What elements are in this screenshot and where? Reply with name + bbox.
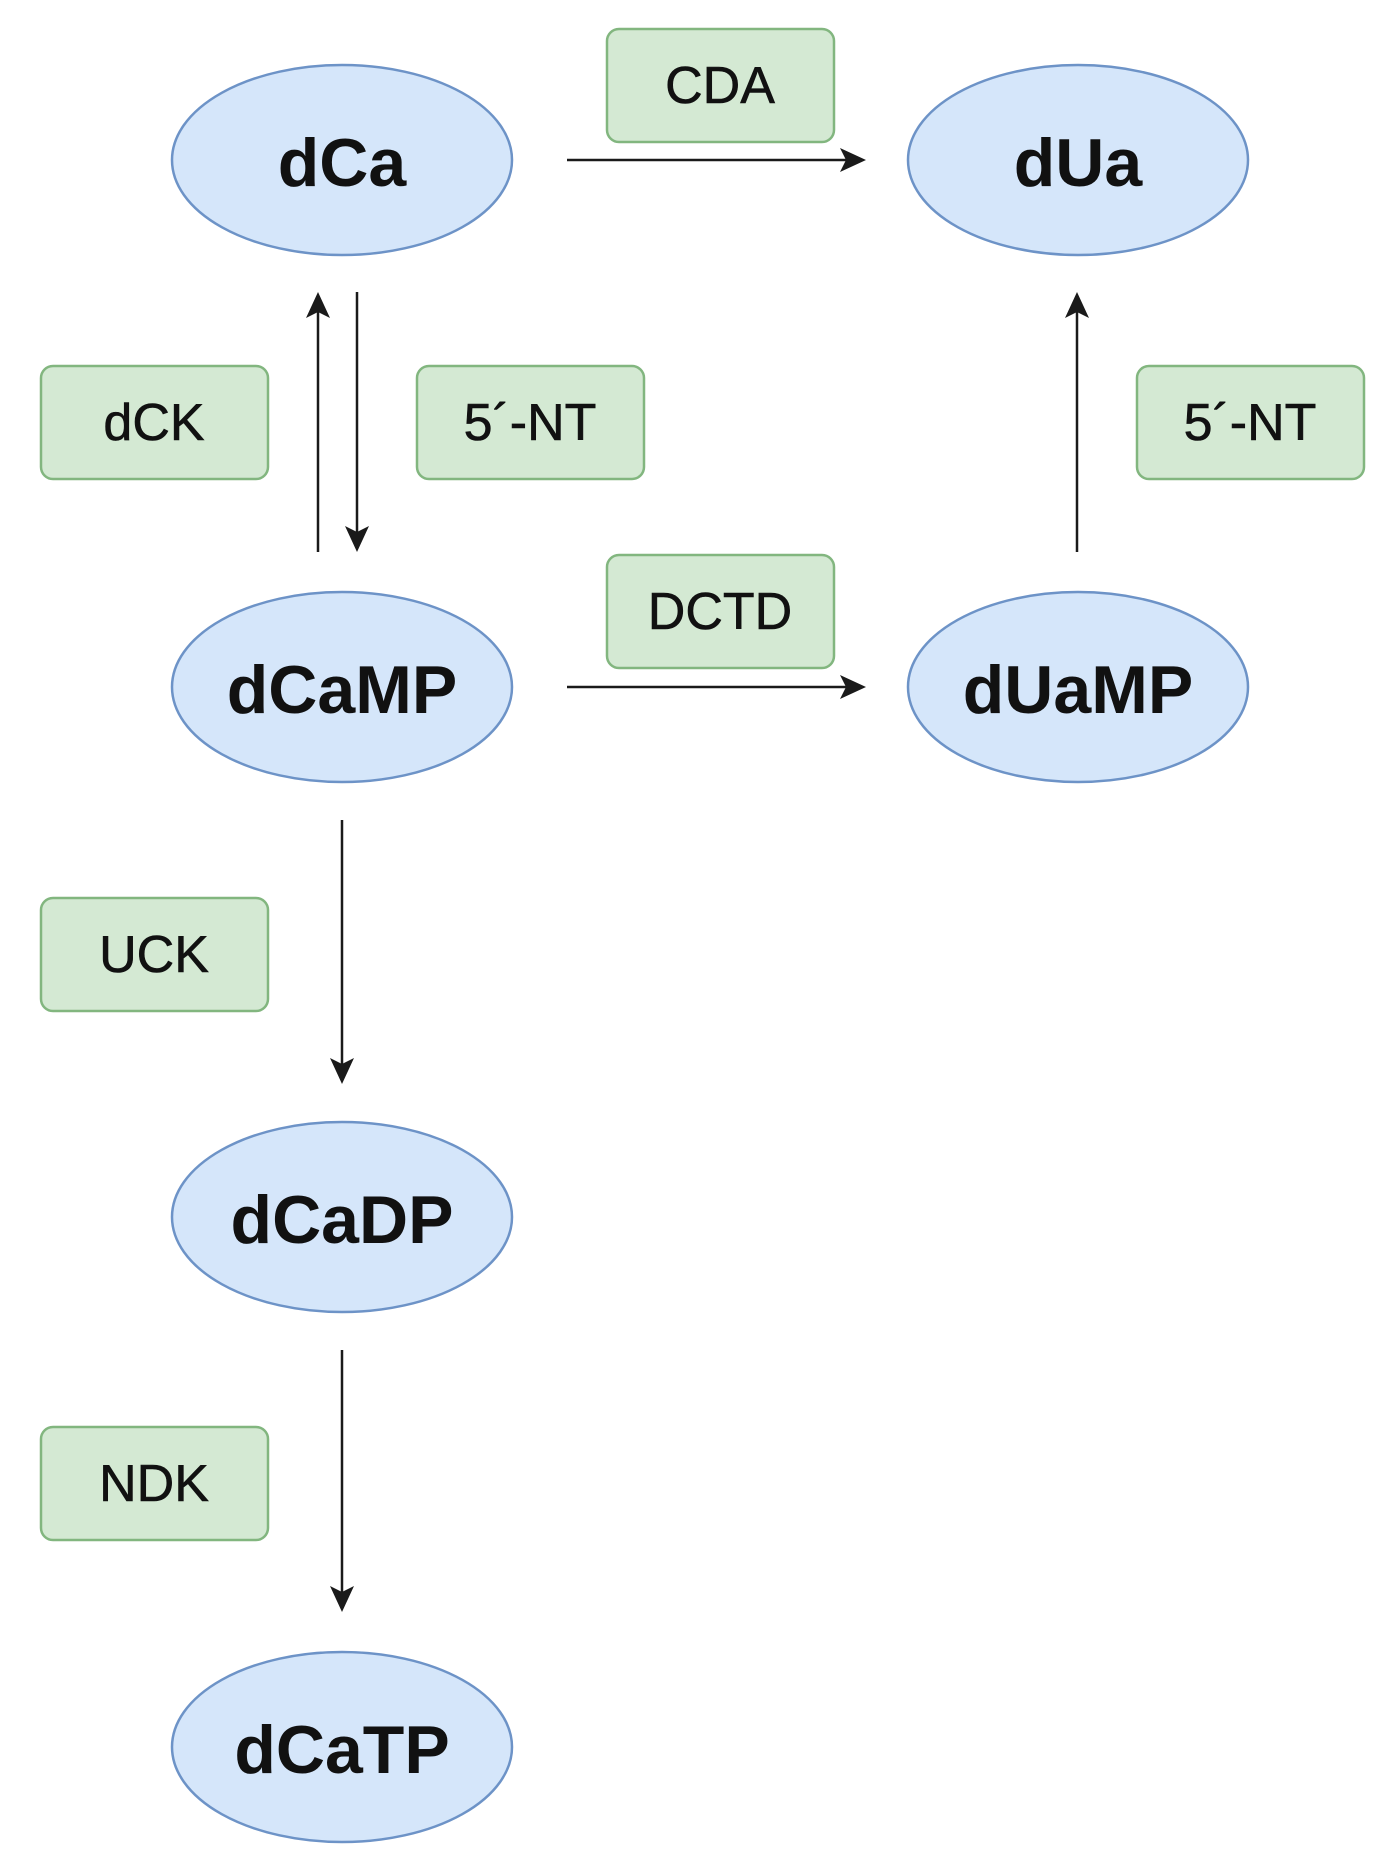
enzyme-cda: CDA: [605, 27, 836, 144]
enzyme-5nt-left-label: 5´-NT: [464, 394, 597, 452]
enzyme-5nt-right-label: 5´-NT: [1184, 394, 1317, 452]
node-dcatp: dCaTP: [170, 1650, 514, 1844]
node-duamp-label: dUaMP: [963, 652, 1193, 728]
edge-dcamp-to-dcadp: [330, 820, 354, 1084]
node-dua: dUa: [906, 63, 1250, 257]
node-dca-label: dCa: [278, 125, 408, 201]
edge-dcamp-to-dca: [306, 292, 330, 552]
edge-dcadp-to-dcatp: [330, 1350, 354, 1612]
enzyme-ndk-label: NDK: [99, 1455, 209, 1513]
node-dcamp: dCaMP: [170, 590, 514, 784]
node-dcamp-label: dCaMP: [227, 652, 457, 728]
edge-duamp-to-dua: [1065, 292, 1089, 552]
enzyme-5nt-right: 5´-NT: [1135, 364, 1366, 481]
node-dcadp: dCaDP: [170, 1120, 514, 1314]
enzyme-5nt-left: 5´-NT: [415, 364, 646, 481]
enzyme-dck: dCK: [39, 364, 270, 481]
edge-dcamp-to-duamp: [567, 675, 866, 699]
enzyme-dck-label: dCK: [103, 394, 204, 452]
edge-dca-to-dcamp: [345, 292, 369, 552]
enzyme-uck-label: UCK: [99, 926, 209, 984]
enzyme-dctd: DCTD: [605, 553, 836, 670]
enzyme-cda-label: CDA: [665, 57, 775, 115]
node-dua-label: dUa: [1014, 125, 1144, 201]
node-dca: dCa: [170, 63, 514, 257]
node-duamp: dUaMP: [906, 590, 1250, 784]
enzyme-uck: UCK: [39, 896, 270, 1013]
enzyme-ndk: NDK: [39, 1425, 270, 1542]
node-dcatp-label: dCaTP: [234, 1712, 449, 1788]
edge-dca-to-dua: [567, 148, 866, 172]
node-dcadp-label: dCaDP: [231, 1182, 454, 1258]
enzyme-dctd-label: DCTD: [648, 583, 792, 641]
